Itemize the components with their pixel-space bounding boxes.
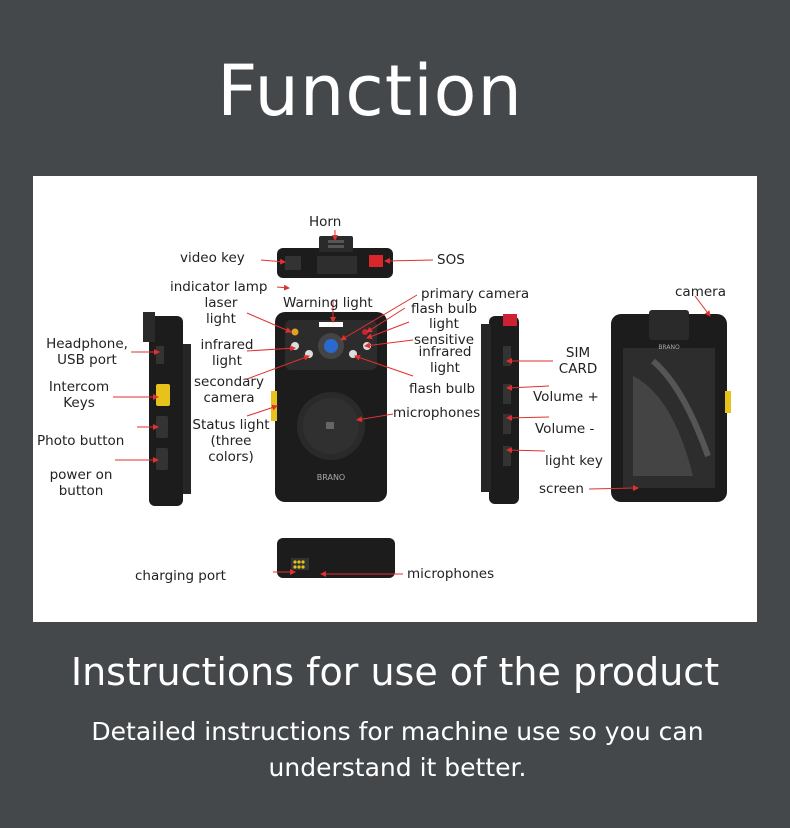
label-flash-bulb-top: flash bulb bbox=[411, 301, 478, 317]
label-photo-button: Photo button bbox=[37, 433, 125, 449]
svg-text:BRANO: BRANO bbox=[658, 344, 680, 351]
label-volume-up: Volume + bbox=[533, 389, 599, 405]
device-top-view bbox=[277, 236, 393, 278]
label-microphones-front: microphones bbox=[393, 405, 481, 421]
label-charging-port: charging port bbox=[135, 568, 226, 584]
subtitle-line-1: Detailed instructions for machine use so… bbox=[91, 717, 704, 746]
label-video-key: video key bbox=[180, 250, 245, 266]
device-diagram: BRANO BRANO bbox=[113, 230, 731, 578]
label-primary-camera: primary camera bbox=[421, 286, 530, 302]
label-horn: Horn bbox=[309, 214, 342, 230]
label-warning-light: Warning light bbox=[283, 295, 373, 311]
label-flash-bulb-bottom: flash bulb bbox=[409, 381, 476, 397]
instructions-subtitle: Detailed instructions for machine use so… bbox=[0, 714, 790, 786]
subtitle-line-2: understand it better. bbox=[268, 753, 527, 782]
label-screen: screen bbox=[539, 481, 584, 497]
device-bottom-view bbox=[277, 538, 395, 578]
device-rear-screen: BRANO bbox=[611, 310, 731, 502]
page-title: Function bbox=[217, 50, 523, 132]
label-headphone-usb: Headphone,USB port bbox=[46, 336, 128, 368]
label-light-key: light key bbox=[545, 453, 603, 469]
device-left-side bbox=[143, 312, 191, 506]
label-microphones-bottom: microphones bbox=[407, 566, 495, 582]
svg-text:BRANO: BRANO bbox=[317, 473, 345, 482]
label-camera: camera bbox=[675, 284, 726, 300]
device-front: BRANO bbox=[271, 312, 387, 502]
label-volume-down: Volume - bbox=[535, 421, 595, 437]
label-sos: SOS bbox=[437, 252, 465, 268]
diagram-panel: BRANO BRANO bbox=[33, 176, 757, 622]
annotation-arrows bbox=[113, 230, 711, 577]
instructions-heading: Instructions for use of the product bbox=[70, 650, 720, 694]
device-right-side bbox=[481, 314, 519, 504]
label-indicator-lamp: indicator lamp bbox=[170, 279, 268, 295]
